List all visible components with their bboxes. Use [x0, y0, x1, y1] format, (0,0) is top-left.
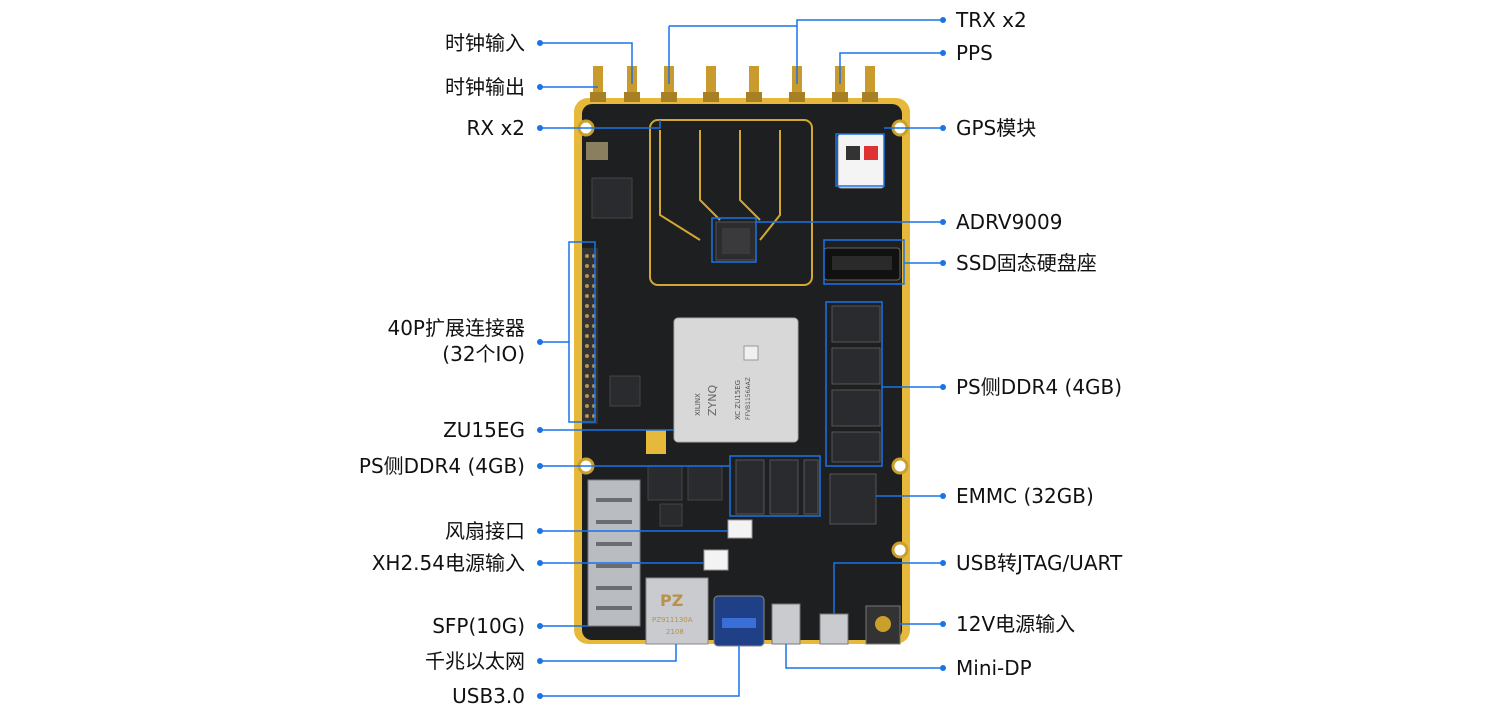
callout-boxes [568, 133, 905, 517]
label-clock-in: 时钟输入 [445, 31, 525, 55]
label-clock-out: 时钟输出 [445, 75, 525, 99]
sma-connector [703, 66, 719, 102]
label-minidp: Mini-DP [956, 656, 1032, 680]
minidp-port [771, 603, 801, 645]
sma-connectors [590, 66, 878, 102]
fpga-family-text: ZYNQ [706, 385, 719, 416]
ps-ddr4-left-chips [735, 459, 819, 515]
gps-module-body [837, 133, 885, 189]
fpga-package-text: FFVB1156AAZ [745, 377, 752, 420]
fpga-brand-text: XILINX [694, 393, 702, 416]
label-emmc: EMMC (32GB) [956, 484, 1094, 508]
label-expansion-connector: 40P扩展连接器 [387, 316, 525, 340]
fpga-part-text: XC ZU15EG [734, 380, 742, 420]
rj45-code-text: 2108 [666, 628, 684, 636]
expansion-header [582, 248, 598, 424]
leader-lines-left [540, 42, 740, 697]
xh-connector [703, 549, 729, 571]
sma-connector [590, 66, 606, 102]
label-rx: RX x2 [466, 116, 525, 140]
rj45-jack: PZ PZ911130A 2108 [645, 577, 709, 645]
fpga-chip [673, 317, 799, 443]
sma-connector [862, 66, 878, 102]
callout-dots [537, 17, 946, 699]
label-adrv9009: ADRV9009 [956, 210, 1063, 234]
label-power-12v: 12V电源输入 [956, 612, 1076, 636]
usb-jtag-port [819, 613, 849, 645]
label-sfp: SFP(10G) [432, 614, 525, 638]
label-usb30: USB3.0 [452, 684, 525, 708]
rf-traces [649, 119, 813, 286]
leader-lines-right [668, 19, 943, 669]
label-pps: PPS [956, 41, 993, 65]
sma-connector [746, 66, 762, 102]
sfp-cage [587, 479, 641, 627]
rj45-part-text: PZ911130A [652, 616, 693, 624]
misc-chips [591, 177, 723, 527]
label-trx: TRX x2 [956, 8, 1027, 32]
label-ethernet: 千兆以太网 [425, 649, 525, 673]
ps-ddr4-right-chips [831, 305, 881, 463]
label-expansion-io: (32个IO) [442, 342, 525, 366]
label-usb-jtag: USB转JTAG/UART [956, 551, 1123, 575]
label-zu15eg: ZU15EG [443, 418, 525, 442]
rj45-logo-text: PZ [660, 591, 683, 610]
emmc-chip [829, 473, 877, 525]
label-fan: 风扇接口 [445, 519, 525, 543]
label-ps-ddr4-left: PS侧DDR4 (4GB) [358, 454, 525, 478]
label-gps: GPS模块 [956, 116, 1037, 140]
label-xh-power: XH2.54电源输入 [371, 551, 525, 575]
label-ssd: SSD固态硬盘座 [956, 251, 1097, 275]
label-ps-ddr4-right: PS侧DDR4 (4GB) [956, 375, 1123, 399]
fan-connector [727, 519, 753, 539]
